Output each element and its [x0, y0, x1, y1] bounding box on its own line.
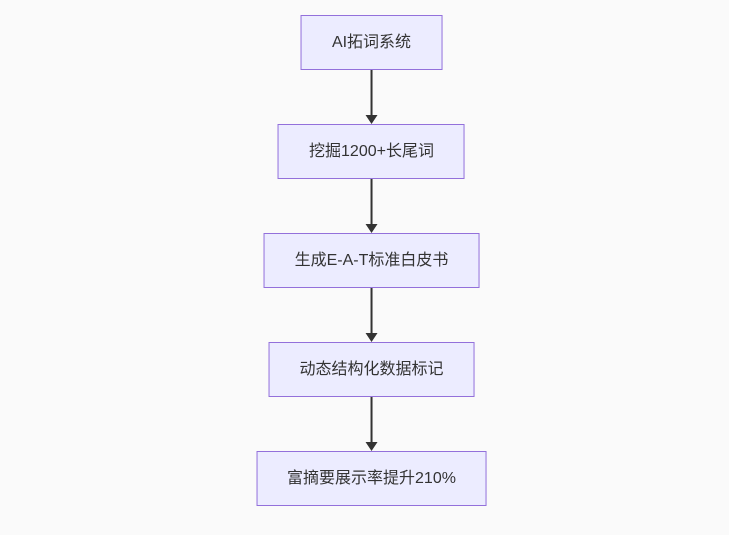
flow-node-longtail-mining: 挖掘1200+长尾词 — [278, 124, 465, 179]
arrow-down-icon — [365, 442, 378, 451]
arrow-down-icon — [365, 224, 378, 233]
flow-node-label: 动态结构化数据标记 — [299, 360, 444, 378]
flow-node-eat-whitepaper: 生成E-A-T标准白皮书 — [263, 233, 480, 288]
flow-node-label: 富摘要展示率提升210% — [287, 469, 456, 487]
arrow-down-icon — [365, 333, 378, 342]
edge-line — [370, 70, 373, 115]
flow-node-structured-data-markup: 动态结构化数据标记 — [268, 342, 475, 397]
flow-edge-1 — [365, 70, 379, 124]
flow-edge-3 — [365, 288, 379, 342]
flow-node-ai-word-system: AI拓词系统 — [300, 15, 443, 70]
edge-line — [370, 288, 373, 333]
edge-line — [370, 179, 373, 224]
flow-node-label: 生成E-A-T标准白皮书 — [294, 251, 449, 269]
flow-node-label: AI拓词系统 — [331, 33, 412, 51]
flowchart-column: AI拓词系统 挖掘1200+长尾词 生成E-A-T标准白皮书 动态结构化数据标记 — [256, 15, 487, 506]
flow-edge-2 — [365, 179, 379, 233]
flow-node-rich-snippet-rate: 富摘要展示率提升210% — [256, 451, 487, 506]
edge-line — [370, 397, 373, 442]
flow-edge-4 — [365, 397, 379, 451]
arrow-down-icon — [365, 115, 378, 124]
flow-node-label: 挖掘1200+长尾词 — [309, 142, 434, 160]
